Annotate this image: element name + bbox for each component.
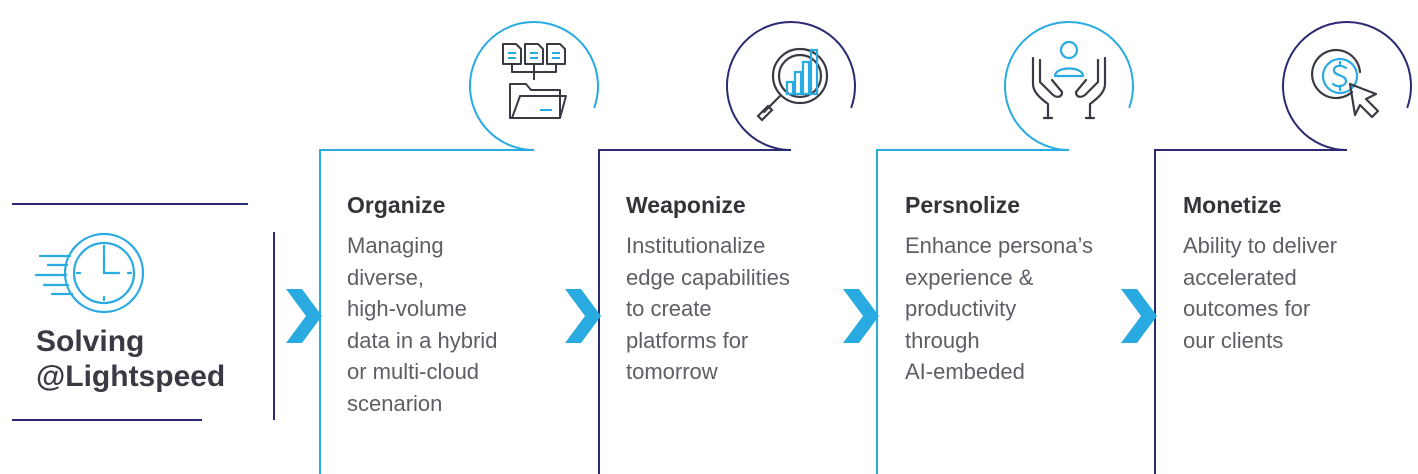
dollar-cursor-icon xyxy=(1311,48,1380,119)
desc-line: Enhance persona’s xyxy=(905,233,1093,258)
frame-line xyxy=(876,149,1069,474)
desc-line: or multi-cloud xyxy=(347,359,480,384)
desc-line: platforms for xyxy=(626,327,749,353)
desc-line: edge capabilities xyxy=(626,264,790,290)
frame-line xyxy=(1154,149,1347,474)
documents-to-folder-icon xyxy=(502,43,567,119)
desc-line: high-volume xyxy=(347,296,467,321)
chevron-arrow-icon xyxy=(286,289,322,343)
chevron-arrow-icon xyxy=(843,289,879,343)
magnifier-chart-icon xyxy=(756,47,829,122)
frame-line xyxy=(319,149,534,474)
icon-circle xyxy=(726,21,856,151)
stage-frame-2 xyxy=(598,21,856,474)
desc-line: to create xyxy=(626,296,712,321)
top-divider xyxy=(12,203,248,205)
desc-line: through xyxy=(905,327,980,353)
chevron-arrow-icon xyxy=(565,289,601,343)
icon-circle xyxy=(1282,21,1412,151)
page-title: Solving @Lightspeed xyxy=(36,324,225,394)
desc-line: our clients xyxy=(1183,327,1284,353)
stage-frame-1 xyxy=(319,21,599,474)
stage-title-weaponize: Weaponize xyxy=(626,192,746,218)
desc-line: outcomes for xyxy=(1183,296,1311,321)
desc-line: scenarion xyxy=(347,390,443,416)
desc-line: data in a hybrid xyxy=(347,327,498,353)
hands-person-icon xyxy=(1031,40,1107,120)
frame-line xyxy=(598,149,791,474)
stage-desc-persnolize: Enhance persona’s experience & productiv… xyxy=(905,230,1093,388)
desc-line: tomorrow xyxy=(626,359,718,384)
desc-line: productivity xyxy=(905,296,1017,321)
stage-desc-monetize: Ability to deliver accelerated outcomes … xyxy=(1183,230,1337,356)
stage-desc-organize: Managing diverse, high-volume data in a … xyxy=(347,230,497,419)
icon-circle xyxy=(469,21,599,151)
stage-frame-4 xyxy=(1154,21,1412,474)
desc-line: accelerated xyxy=(1183,264,1297,290)
desc-line: AI-embeded xyxy=(905,359,1025,384)
stage-frame-3 xyxy=(876,21,1134,474)
stage-desc-weaponize: Institutionalize edge capabilities to cr… xyxy=(626,230,790,388)
stage-title-persnolize: Persnolize xyxy=(905,192,1021,218)
desc-line: Managing xyxy=(347,233,444,258)
stage-title-organize: Organize xyxy=(347,192,446,218)
vertical-divider xyxy=(273,232,275,420)
stage-title-monetize: Monetize xyxy=(1183,192,1282,218)
desc-line: experience & xyxy=(905,264,1034,290)
icon-circle xyxy=(1004,21,1134,151)
chevron-arrow-icon xyxy=(1121,289,1157,343)
bottom-divider xyxy=(12,419,202,421)
desc-line: Ability to deliver xyxy=(1183,233,1338,258)
desc-line: diverse, xyxy=(347,264,425,290)
title-line-1: Solving xyxy=(36,325,145,358)
desc-line: Institutionalize xyxy=(626,233,766,258)
title-line-2: @Lightspeed xyxy=(36,360,226,393)
